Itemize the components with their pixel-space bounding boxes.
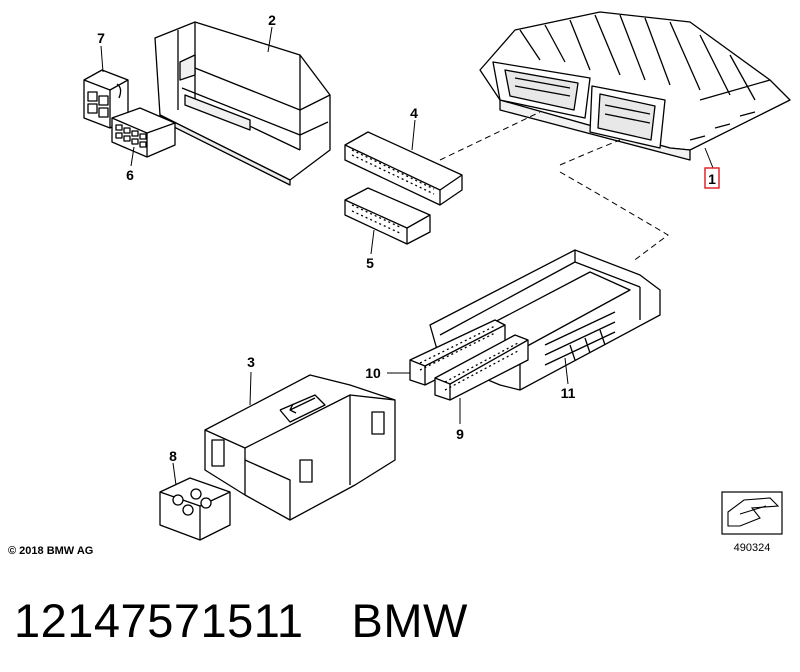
callout-7: 7 bbox=[97, 30, 105, 46]
pin-strip-part-5 bbox=[344, 187, 431, 245]
copyright-notice: © 2018 BMW AG bbox=[8, 545, 93, 557]
assembly-lines bbox=[439, 111, 669, 263]
ecu-module-part-1 bbox=[479, 11, 791, 161]
callout-1-highlight-box bbox=[704, 167, 720, 189]
connector-block-part-10 bbox=[409, 319, 506, 386]
connector-cover-part-3 bbox=[204, 374, 396, 521]
leader-lines bbox=[100, 26, 714, 486]
callout-2: 2 bbox=[268, 12, 276, 28]
callout-3: 3 bbox=[247, 354, 255, 370]
diagram-arrow-icon bbox=[721, 491, 783, 535]
parts-diagram: 1 2 3 4 5 6 7 8 9 10 11 490324 © 2018 BM… bbox=[8, 11, 791, 557]
connector-part-7 bbox=[83, 69, 129, 129]
part-line: 12147571511 BMW bbox=[14, 586, 468, 656]
callout-6: 6 bbox=[126, 167, 134, 183]
callout-4: 4 bbox=[410, 105, 418, 121]
pin-block-part-6 bbox=[111, 107, 176, 158]
part-number: 12147571511 bbox=[14, 594, 304, 647]
brand-name: BMW bbox=[351, 594, 468, 647]
diagram-number: 490324 bbox=[734, 542, 771, 554]
callout-5: 5 bbox=[366, 255, 374, 271]
pin-strip-part-4 bbox=[344, 131, 463, 206]
callout-1: 1 bbox=[708, 171, 716, 187]
callout-9: 9 bbox=[456, 426, 464, 442]
callout-11: 11 bbox=[561, 385, 576, 401]
connector-block-part-9 bbox=[434, 334, 529, 401]
callout-10: 10 bbox=[365, 365, 381, 381]
connector-part-8 bbox=[159, 477, 231, 541]
bracket-part-2 bbox=[154, 21, 331, 186]
callout-8: 8 bbox=[169, 448, 177, 464]
